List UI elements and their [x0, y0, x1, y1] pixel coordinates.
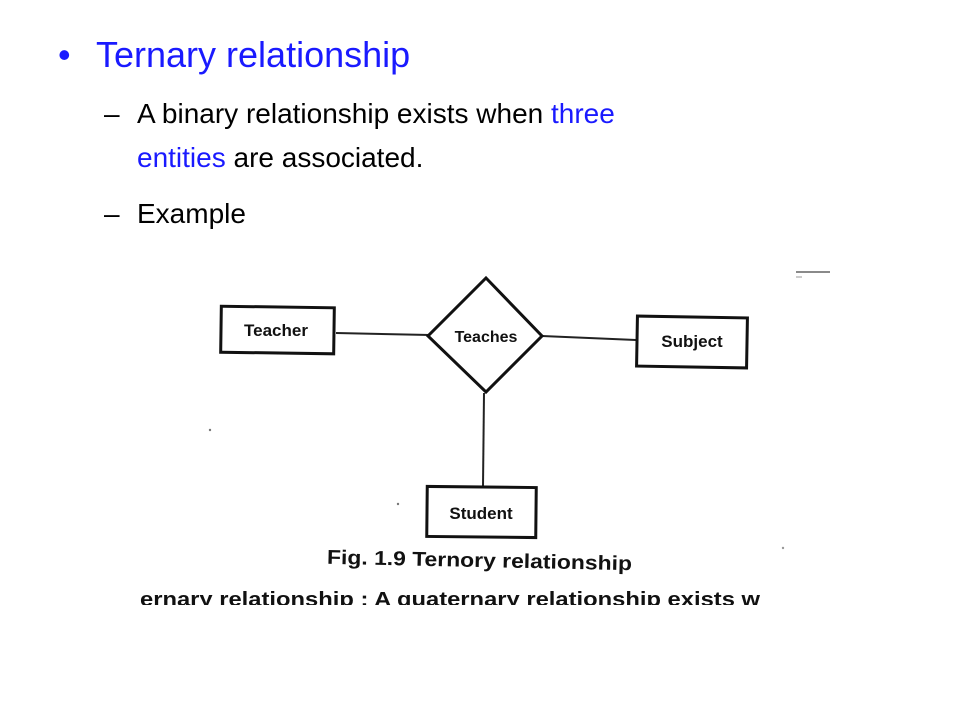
entity-subject: Subject	[635, 314, 749, 370]
definition-highlight-2: entities	[137, 142, 226, 173]
definition-text-2: are associated.	[225, 142, 424, 173]
sub-marker-2: –	[104, 198, 120, 229]
example-line: –Example	[104, 192, 246, 236]
definition-line: –A binary relationship exists when three…	[104, 92, 804, 180]
scan-speck	[396, 502, 400, 506]
entity-student-box	[425, 484, 538, 540]
entity-student-label: Student	[449, 504, 513, 523]
entity-subject-box	[635, 314, 749, 370]
cut-off-text: ernary relationship : A quaternary relat…	[140, 589, 761, 605]
entity-teacher-label: Teacher	[244, 321, 308, 340]
definition-continuation: entities are associated.	[104, 136, 804, 180]
heading-text: Ternary relationship	[96, 34, 411, 75]
slide-heading: • Ternary relationship	[58, 34, 410, 76]
bullet-marker: •	[58, 34, 71, 75]
entity-teacher-box	[219, 304, 336, 356]
scan-speck	[781, 546, 785, 550]
connector-subject	[541, 335, 637, 341]
example-label: Example	[137, 198, 246, 229]
relationship-teaches: Teaches	[425, 275, 545, 395]
entity-subject-label: Subject	[661, 332, 723, 351]
scan-speck	[208, 428, 212, 432]
connector-teacher	[335, 332, 431, 336]
relationship-diamond	[425, 275, 545, 395]
entity-teacher: Teacher	[219, 304, 336, 356]
relationship-teaches-label: Teaches	[455, 329, 518, 346]
entity-student: Student	[425, 484, 538, 540]
er-diagram: Teacher Teaches Subject Student Fig. 1.9…	[140, 271, 830, 605]
sub-marker: –	[104, 98, 120, 129]
figure-caption: Fig. 1.9 Ternory relationship	[327, 547, 632, 575]
er-diagram-figure: Teacher Teaches Subject Student Fig. 1.9…	[140, 260, 840, 605]
definition-text-1: A binary relationship exists when	[137, 98, 551, 129]
definition-highlight-1: three	[551, 98, 615, 129]
connector-student	[482, 392, 485, 487]
